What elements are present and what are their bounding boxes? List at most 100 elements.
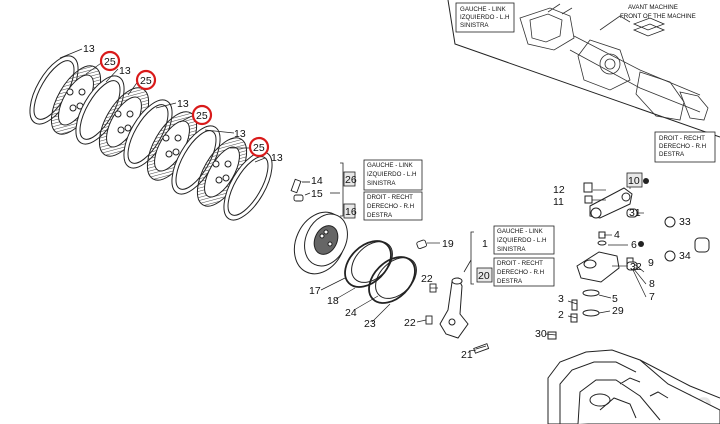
bullet-6-icon [638, 241, 644, 247]
callouts-25: 25 25 25 25 [99, 50, 270, 158]
left-a-line1: GAUCHE - LINK [367, 162, 414, 169]
callout-8: 8 [649, 278, 655, 290]
callout-14: 14 [311, 175, 323, 187]
axle-housing [547, 349, 720, 424]
callout-2: 2 [558, 309, 564, 321]
callout-17: 17 [309, 285, 321, 297]
ball-34-icon [664, 250, 676, 262]
callout-25b: 25 [140, 75, 152, 87]
callout-32: 32 [630, 261, 642, 273]
friction-disc-2 [98, 87, 150, 157]
highlight-ring-25d [248, 136, 270, 158]
ring-leaders [320, 277, 391, 323]
right-a-line2: DERECHO - R.H [367, 203, 414, 210]
axle-housing-drawing [519, 3, 709, 121]
right-b-line3: DESTRA [497, 278, 523, 285]
callout-13d: 13 [234, 128, 246, 140]
callout-25d: 25 [253, 142, 265, 154]
callout-7: 7 [649, 291, 655, 303]
ring-5 [582, 289, 600, 297]
seal-ring-23 [375, 257, 417, 299]
ring-29 [582, 309, 600, 317]
callouts-13: 13 13 13 13 13 [83, 43, 283, 164]
highlight-ring-25c [191, 104, 213, 126]
callout-3: 3 [558, 293, 564, 305]
right-b-line2: DERECHO - R.H [497, 269, 544, 276]
plug-30-icon [547, 331, 557, 340]
callout-31: 31 [629, 207, 641, 219]
callout-16: 16 [345, 206, 357, 218]
inset-front-line1: AVANT MACHINE [628, 4, 678, 11]
left-label-box-a [363, 159, 423, 191]
pin-21-icon [473, 343, 490, 354]
callout-22a: 22 [421, 273, 433, 285]
nut-11-icon [584, 195, 593, 204]
callout-9: 9 [648, 257, 654, 269]
callout-5: 5 [612, 293, 618, 305]
bracket-26-16 [330, 162, 344, 217]
linkage-assembly [547, 182, 710, 340]
callout-30: 30 [535, 328, 547, 340]
callout-12: 12 [553, 184, 565, 196]
friction-disc-4 [196, 137, 248, 207]
left-a-line2: IZQUIERDO - L.H [367, 171, 417, 178]
cap-33-icon [694, 237, 710, 253]
left-b-line2: IZQUIERDO - L.H [497, 237, 547, 244]
left-b-line3: SINISTRA [497, 246, 526, 253]
callout-13a: 13 [83, 43, 95, 55]
callout-1: 1 [482, 238, 488, 250]
callout-4: 4 [614, 229, 620, 241]
bolt-12-icon [583, 182, 593, 193]
plain-disc-5 [223, 151, 273, 221]
callout-24: 24 [345, 307, 357, 319]
callout-18: 18 [327, 295, 339, 307]
callout-25c: 25 [196, 110, 208, 122]
callout-13c: 13 [177, 98, 189, 110]
small-parts-14-15 [290, 178, 311, 202]
inset-panel: GAUCHE - LINK IZQUIERDO - L.H SINISTRA A… [447, 0, 720, 163]
inset-right-line1: DROIT - RECHT [659, 135, 705, 142]
callout-19: 19 [442, 238, 454, 250]
left-a-line3: SINISTRA [367, 180, 396, 187]
spacer-15-icon [293, 194, 304, 202]
callout-33: 33 [679, 216, 691, 228]
pin-3-icon [571, 299, 578, 311]
callout-10: 10 [628, 175, 640, 187]
highlight-ring-25b [135, 69, 157, 91]
callout-20: 20 [478, 270, 490, 282]
lever-32 [576, 251, 620, 283]
inset-left-line1: GAUCHE - LINK [460, 6, 507, 13]
inset-left-line2: IZQUIERDO - L.H [460, 14, 510, 21]
control-shaft [439, 277, 469, 339]
seal-rings [344, 240, 417, 304]
callout-22b: 22 [404, 317, 416, 329]
callout-25a: 25 [104, 56, 116, 68]
right-label-box-b [493, 257, 555, 287]
seal-ring-18 [351, 241, 393, 283]
disc-stack [29, 55, 273, 221]
inset-right-line3: DESTRA [659, 151, 685, 158]
callout-6: 6 [631, 239, 637, 251]
seal-ring-17 [344, 240, 392, 288]
plug-19-icon [416, 239, 427, 250]
inset-right-label-box [654, 131, 716, 163]
right-label-box-a [363, 191, 423, 221]
left-label-box-b [493, 225, 555, 255]
linkage-leaders [545, 180, 645, 336]
highlight-ring-25a [99, 50, 121, 72]
callout-23: 23 [364, 318, 376, 330]
inset-right-line2: DERECHO - R.H [659, 143, 706, 150]
right-b-line1: DROIT - RECHT [497, 260, 543, 267]
bolt-14-icon [290, 178, 302, 194]
left-b-line1: GAUCHE - LINK [497, 228, 544, 235]
callout-26: 26 [345, 174, 357, 186]
bracket-1-20 [463, 231, 474, 285]
inset-left-label-box [455, 2, 515, 33]
callout-34: 34 [679, 250, 691, 262]
right-a-line1: DROIT - RECHT [367, 194, 413, 201]
callout-29: 29 [612, 305, 624, 317]
callout-8-7-leaders [632, 267, 647, 298]
ball-33-icon [664, 216, 676, 228]
